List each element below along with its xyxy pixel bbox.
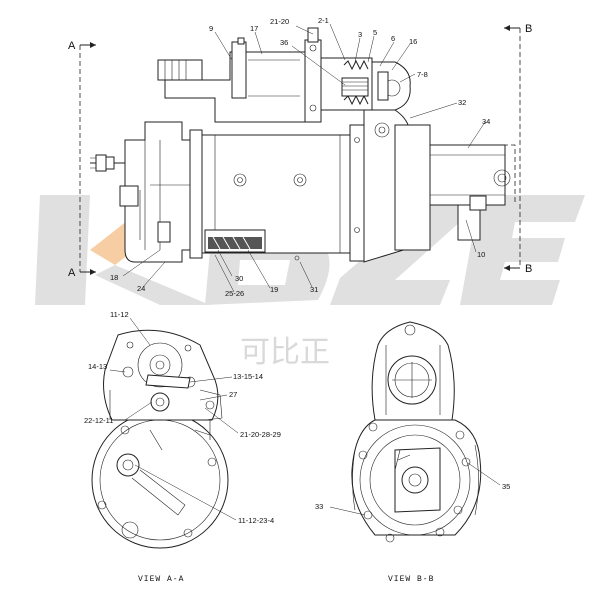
callout-21-20-28-29: 21-20-28-29 (240, 430, 281, 439)
callout-17: 17 (250, 24, 258, 33)
callout-31: 31 (310, 285, 318, 294)
callout-14-13: 14-13 (88, 362, 107, 371)
callout-19: 19 (270, 285, 278, 294)
callout-3: 3 (358, 30, 362, 39)
callout-18: 18 (110, 273, 118, 282)
solenoid (157, 27, 322, 123)
bb-callouts (329, 462, 501, 516)
callout-11-12-23-4: 11-12-23-4 (238, 516, 274, 525)
drive-housing (363, 109, 516, 263)
callout-24: 24 (137, 284, 145, 293)
callout-35: 35 (502, 482, 510, 491)
section-label-b-top: B (525, 23, 532, 35)
section-line-b (504, 25, 521, 271)
section-label-b-bottom: B (525, 263, 532, 275)
watermark-letter-e (460, 195, 585, 305)
aa-frame-outline (91, 411, 229, 549)
starter-side-view (90, 27, 516, 263)
callout-7-8: 7-8 (417, 70, 428, 79)
aa-callouts (109, 317, 239, 521)
callout-33: 33 (315, 502, 323, 511)
callout-16: 16 (409, 37, 417, 46)
callout-22-12-11: 22-12-11 (84, 416, 113, 425)
callout-30: 30 (235, 274, 243, 283)
callout-34: 34 (482, 117, 490, 126)
terminal-stud (90, 154, 128, 172)
callout-32: 32 (458, 98, 466, 107)
callout-9: 9 (209, 24, 213, 33)
callout-36: 36 (280, 38, 288, 47)
callout-2-1: 2-1 (318, 16, 329, 25)
callout-11-12: 11-12 (110, 310, 129, 319)
callout-5: 5 (373, 28, 377, 37)
callout-6: 6 (391, 34, 395, 43)
callout-10: 10 (477, 250, 485, 259)
section-label-a-top: A (68, 40, 76, 52)
section-label-a-bottom: A (68, 267, 76, 279)
view-bb (351, 321, 482, 543)
commutator-end-housing (124, 121, 201, 263)
view-aa (91, 329, 229, 549)
section-line-a (79, 42, 96, 275)
callout-21-20: 21-20 (270, 17, 289, 26)
view-aa-label: VIEW A-A (138, 575, 184, 584)
brush-cutaway (204, 229, 266, 253)
view-bb-label: VIEW B-B (388, 575, 434, 584)
callout-13-15-14: 13-15-14 (233, 372, 263, 381)
plunger-housing (320, 57, 411, 111)
top-callouts (122, 23, 486, 293)
callout-27: 27 (229, 390, 237, 399)
callout-25-26: 25-26 (225, 289, 244, 298)
watermark-chinese: 可比正 (240, 336, 330, 369)
watermark-letter-k (35, 195, 90, 305)
